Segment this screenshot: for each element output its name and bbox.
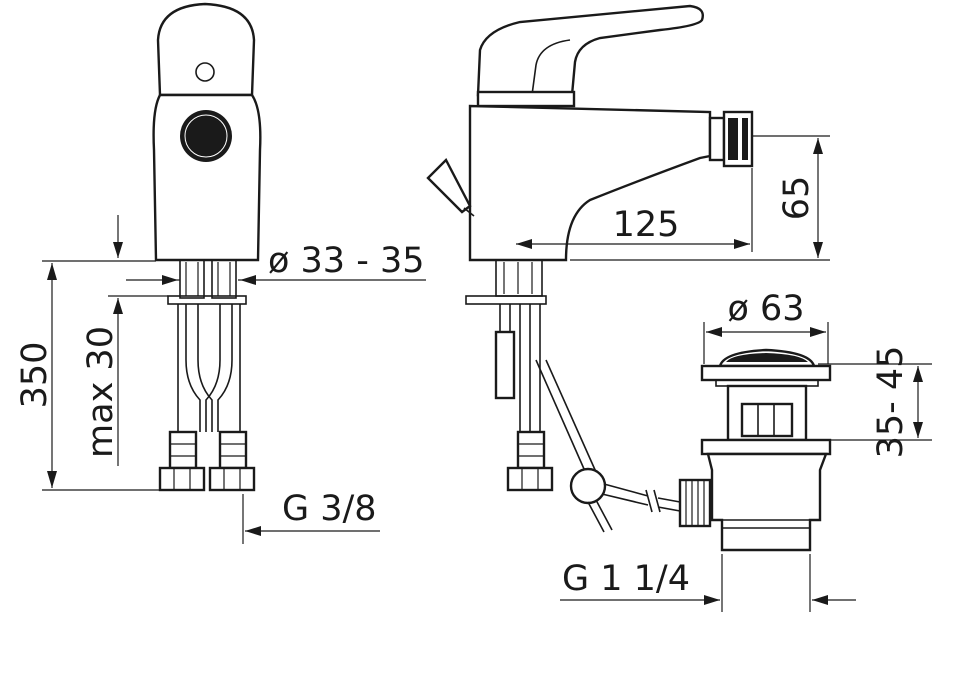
dim-max-thickness: max 30 <box>81 326 121 458</box>
dim-spout-height: 65 <box>777 176 817 221</box>
front-aerator-mesh <box>184 114 228 158</box>
waste-fitting <box>700 348 832 552</box>
front-nut-right <box>208 466 256 492</box>
front-lever <box>156 2 256 97</box>
front-stud-left <box>179 259 205 299</box>
side-stud <box>495 259 543 297</box>
front-view <box>152 2 262 492</box>
front-lever-screw <box>195 62 215 82</box>
waste-flange <box>700 364 832 382</box>
dim-height-total: 350 <box>15 342 55 409</box>
front-washer <box>167 295 247 305</box>
dim-waste-diameter: ø 63 <box>727 289 804 329</box>
side-fitting <box>516 430 546 470</box>
side-nozzle-base <box>708 116 726 162</box>
side-collar <box>476 90 576 108</box>
side-body <box>468 104 712 262</box>
side-lever <box>476 4 704 97</box>
front-nut-left <box>158 466 206 492</box>
side-dimensions: 65 125 ø 63 35- 45 G 1 1/4 <box>516 135 932 612</box>
front-hose-right <box>217 304 233 432</box>
side-nut <box>506 466 554 492</box>
front-fitting-right <box>218 430 248 470</box>
dim-waste-thread: G 1 1/4 <box>562 559 690 599</box>
waste-window <box>740 402 794 438</box>
front-fitting-left <box>168 430 198 470</box>
side-popup-knob <box>426 157 472 214</box>
front-stud-right <box>211 259 237 299</box>
dim-supply-thread: G 3/8 <box>282 489 377 529</box>
dim-waste-range: 35- 45 <box>871 346 911 459</box>
side-view <box>426 4 754 533</box>
side-washer <box>465 295 547 305</box>
front-hose-left <box>185 304 201 432</box>
ball-joint <box>569 467 607 505</box>
waste-tail <box>706 452 828 552</box>
dim-spout-reach: 125 <box>613 205 680 245</box>
side-rod-block <box>494 330 516 400</box>
waste-lower-flange <box>700 438 832 456</box>
dim-fitting-diameter: ø 33 - 35 <box>268 241 425 281</box>
front-dimensions: 350 max 30 ø 33 - 35 G 3/8 <box>15 215 426 544</box>
waste-lever-nut <box>678 478 712 528</box>
